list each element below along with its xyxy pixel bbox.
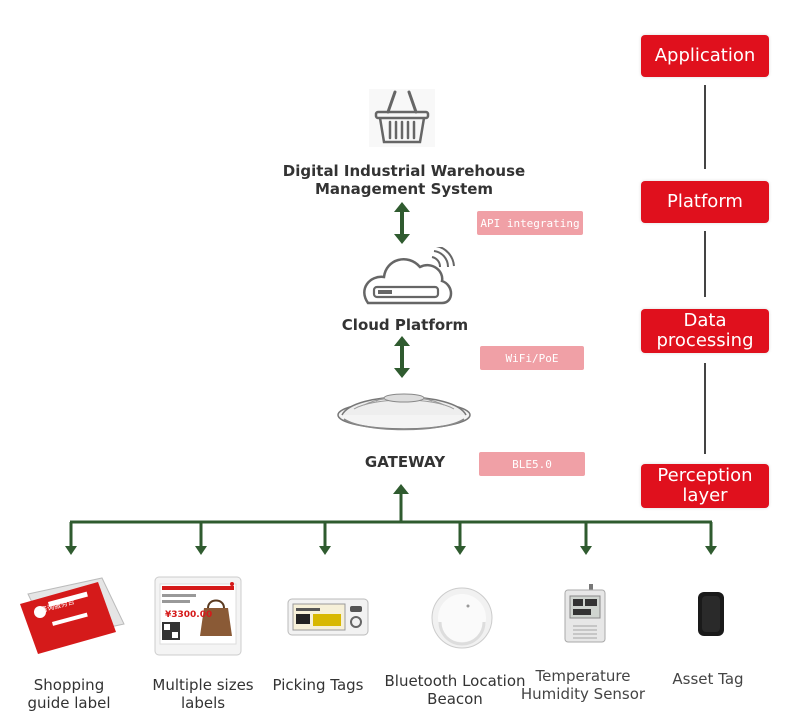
device-tree xyxy=(65,484,717,555)
temperature-humidity-sensor-image xyxy=(564,584,606,643)
device-label-shopping-guide: Shopping guide label xyxy=(27,676,111,712)
gateway-icon xyxy=(337,393,471,431)
multiple-sizes-price: ¥3300.00 xyxy=(165,610,213,620)
layer-connector-1 xyxy=(704,85,706,169)
multiple-sizes-labels-image xyxy=(154,576,242,656)
device-label-temperature-sensor: Temperature Humidity Sensor xyxy=(520,667,646,703)
ble-tag: BLE5.0 xyxy=(479,452,585,476)
layer-application: Application xyxy=(641,35,769,77)
basket-icon xyxy=(369,89,435,147)
cloud-icon xyxy=(363,247,455,305)
device-label-asset-tag: Asset Tag xyxy=(672,670,744,688)
gateway-label: GATEWAY xyxy=(364,453,446,471)
device-label-multiple-sizes: Multiple sizes labels xyxy=(152,676,254,712)
wms-label: Digital Industrial Warehouse Management … xyxy=(282,162,526,198)
device-label-picking-tags: Picking Tags xyxy=(272,676,364,694)
layer-connector-3 xyxy=(704,363,706,454)
wifi-poe-tag: WiFi/PoE xyxy=(480,346,584,370)
picking-tags-image xyxy=(287,598,369,636)
device-label-bluetooth-beacon: Bluetooth Location Beacon xyxy=(384,672,526,708)
layer-connector-2 xyxy=(704,231,706,297)
bluetooth-beacon-image xyxy=(431,587,493,649)
layer-perception: Perception layer xyxy=(641,464,769,508)
api-integrating-tag: API integrating xyxy=(477,211,583,235)
cloud-platform-label: Cloud Platform xyxy=(341,316,469,334)
shopping-guide-label-image xyxy=(20,577,125,654)
double-arrow-cloud-gateway xyxy=(394,336,410,378)
layer-data-processing: Data processing xyxy=(641,309,769,353)
layer-platform: Platform xyxy=(641,181,769,223)
asset-tag-image xyxy=(698,592,724,636)
double-arrow-wms-cloud xyxy=(394,202,410,244)
